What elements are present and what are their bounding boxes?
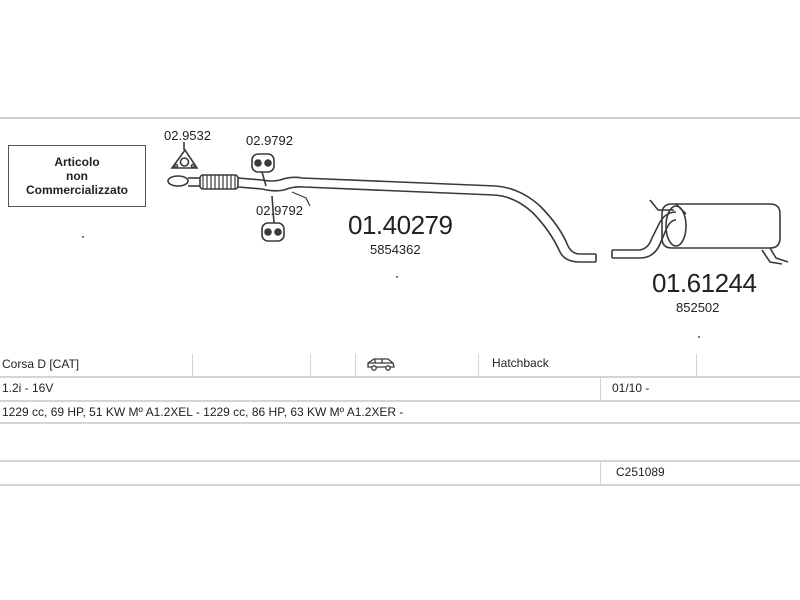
rear-silencer-part-code[interactable]: 01.61244 — [652, 268, 757, 298]
car-wagon-icon — [364, 356, 396, 378]
rear-silencer-drawing[interactable] — [611, 199, 789, 265]
notice-line-1: Articolo — [54, 155, 100, 169]
catalog-code: C251089 — [616, 465, 665, 479]
hanger-top-part-code[interactable]: 02.9792 — [246, 133, 293, 148]
table-row-catalog: C251089 — [0, 462, 800, 486]
gasket-triangle-icon[interactable] — [170, 142, 199, 169]
diagram-area — [0, 117, 800, 357]
table-row-engine-details: 1229 cc, 69 HP, 51 KW Mº A1.2XEL - 1229 … — [0, 402, 800, 424]
rear-silencer-oem-code: 852502 — [676, 300, 720, 315]
table-row-model: Corsa D [CAT] Hatchback — [0, 354, 800, 378]
body-type: Hatchback — [492, 356, 549, 370]
date-from: 01/10 - — [612, 381, 650, 395]
middle-pipe-oem-code: 5854362 — [370, 242, 421, 257]
hanger-bottom-part-code[interactable]: 02.9792 — [256, 203, 303, 218]
table-row-engine: 1.2i - 16V 01/10 - — [0, 378, 800, 402]
table-row-empty — [0, 424, 800, 462]
gasket-part-code[interactable]: 02.9532 — [164, 128, 211, 143]
engine-details: 1229 cc, 69 HP, 51 KW Mº A1.2XEL - 1229 … — [2, 405, 404, 419]
empty-cell — [0, 424, 2, 460]
middle-pipe-part-code[interactable]: 01.40279 — [348, 210, 453, 240]
vehicle-model: Corsa D [CAT] — [2, 357, 80, 371]
notice-line-2: non — [66, 169, 88, 183]
notice-line-3: Commercializzato — [25, 183, 129, 197]
hanger-top-icon[interactable] — [251, 153, 275, 187]
engine-name: 1.2i - 16V — [2, 381, 54, 395]
middle-pipe-drawing[interactable] — [167, 174, 597, 263]
not-marketed-notice: Articolo non Commercializzato — [8, 145, 146, 207]
hanger-bottom-icon[interactable] — [261, 195, 285, 242]
